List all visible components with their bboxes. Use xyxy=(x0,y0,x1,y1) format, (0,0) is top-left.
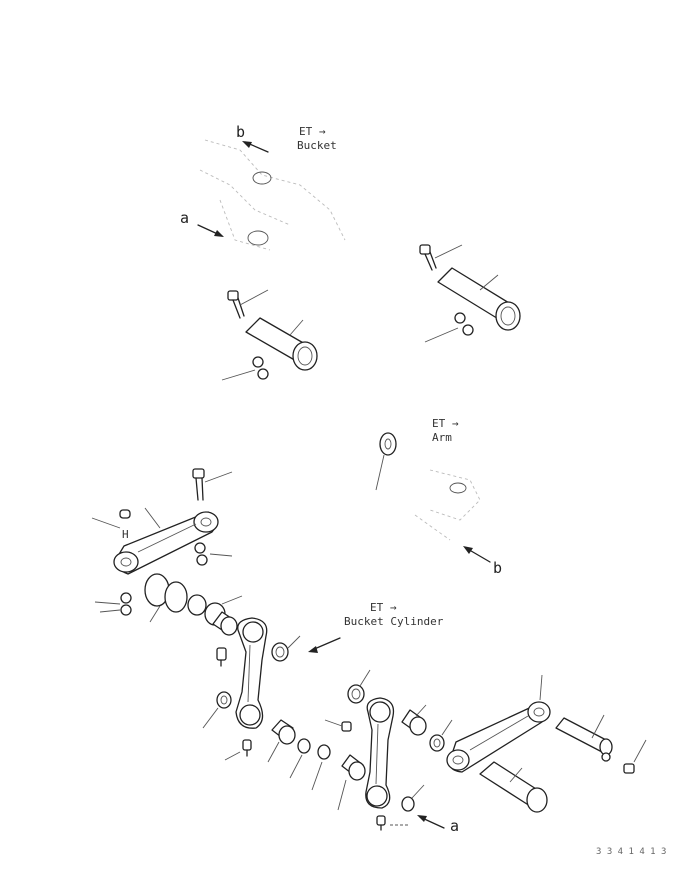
part-h-label: H xyxy=(122,528,129,541)
bucket-cylinder-label-1: ET → xyxy=(370,601,397,614)
bushing-right-low xyxy=(337,754,366,811)
marker-a-bottom: a xyxy=(450,817,460,835)
bushing-left-low xyxy=(267,719,296,763)
shims xyxy=(144,573,188,623)
grease-nipple-right-low xyxy=(376,815,386,831)
marker-b-mid: b xyxy=(493,559,503,577)
nut-right-low xyxy=(401,784,425,812)
rod-link-right xyxy=(365,697,395,809)
bucket-top-label-1: ET → xyxy=(299,125,326,138)
leaders-left-mid xyxy=(91,471,233,613)
bushing-right-mid xyxy=(401,704,427,736)
leader-grease-left xyxy=(224,751,241,761)
bushings-left xyxy=(187,594,243,636)
drawing-code: 3 3 4 1 4 1 3 xyxy=(596,847,667,857)
bolt-left-top xyxy=(227,290,245,319)
bolt-link-top xyxy=(192,468,205,501)
grease-nipple-right xyxy=(324,719,352,732)
grease-nipple-far-right xyxy=(623,739,647,774)
link-left-top xyxy=(113,511,219,575)
bucket-cylinder-label-2: Bucket Cylinder xyxy=(344,615,444,628)
bucket-faint-sketch xyxy=(199,139,346,251)
leaders-right-top xyxy=(424,244,499,343)
bucket-top-label-2: Bucket xyxy=(297,139,337,152)
arrow-b-mid xyxy=(463,546,491,563)
nut-left-low xyxy=(202,691,232,729)
nut-left-top xyxy=(252,356,269,380)
pin-right-top xyxy=(437,267,521,331)
pin-left-top xyxy=(245,317,318,371)
seal-ring-left xyxy=(271,635,301,662)
nuts-left-mid xyxy=(120,542,208,616)
arrow-a-bottom xyxy=(390,815,445,829)
marker-b-top: b xyxy=(236,123,246,141)
arm-faint-sketch xyxy=(414,469,481,541)
link-right-bottom xyxy=(446,674,551,773)
arrow-bucket-cylinder xyxy=(308,637,341,653)
arm-label-1: ET → xyxy=(432,417,459,430)
rod-link-left xyxy=(235,617,268,729)
grease-nipple-left-low xyxy=(242,739,252,757)
pin-right-bottom xyxy=(479,761,548,813)
seal-ring-right-top xyxy=(347,669,371,704)
arm-label-2: Arm xyxy=(432,431,452,444)
washer-arm xyxy=(375,432,397,491)
grease-nipple-left xyxy=(216,647,227,667)
washers-left-low xyxy=(289,738,331,791)
arrow-a-top xyxy=(197,224,224,237)
pin-right-small xyxy=(555,714,613,762)
bolt-right-top xyxy=(419,244,437,271)
nut-right-top xyxy=(454,312,474,336)
arrow-b-top xyxy=(242,141,269,153)
grease-fitting-left xyxy=(119,509,131,519)
seal-ring-right-mid xyxy=(429,719,453,752)
leaders-left-top xyxy=(221,289,304,381)
marker-a-top: a xyxy=(180,209,190,227)
